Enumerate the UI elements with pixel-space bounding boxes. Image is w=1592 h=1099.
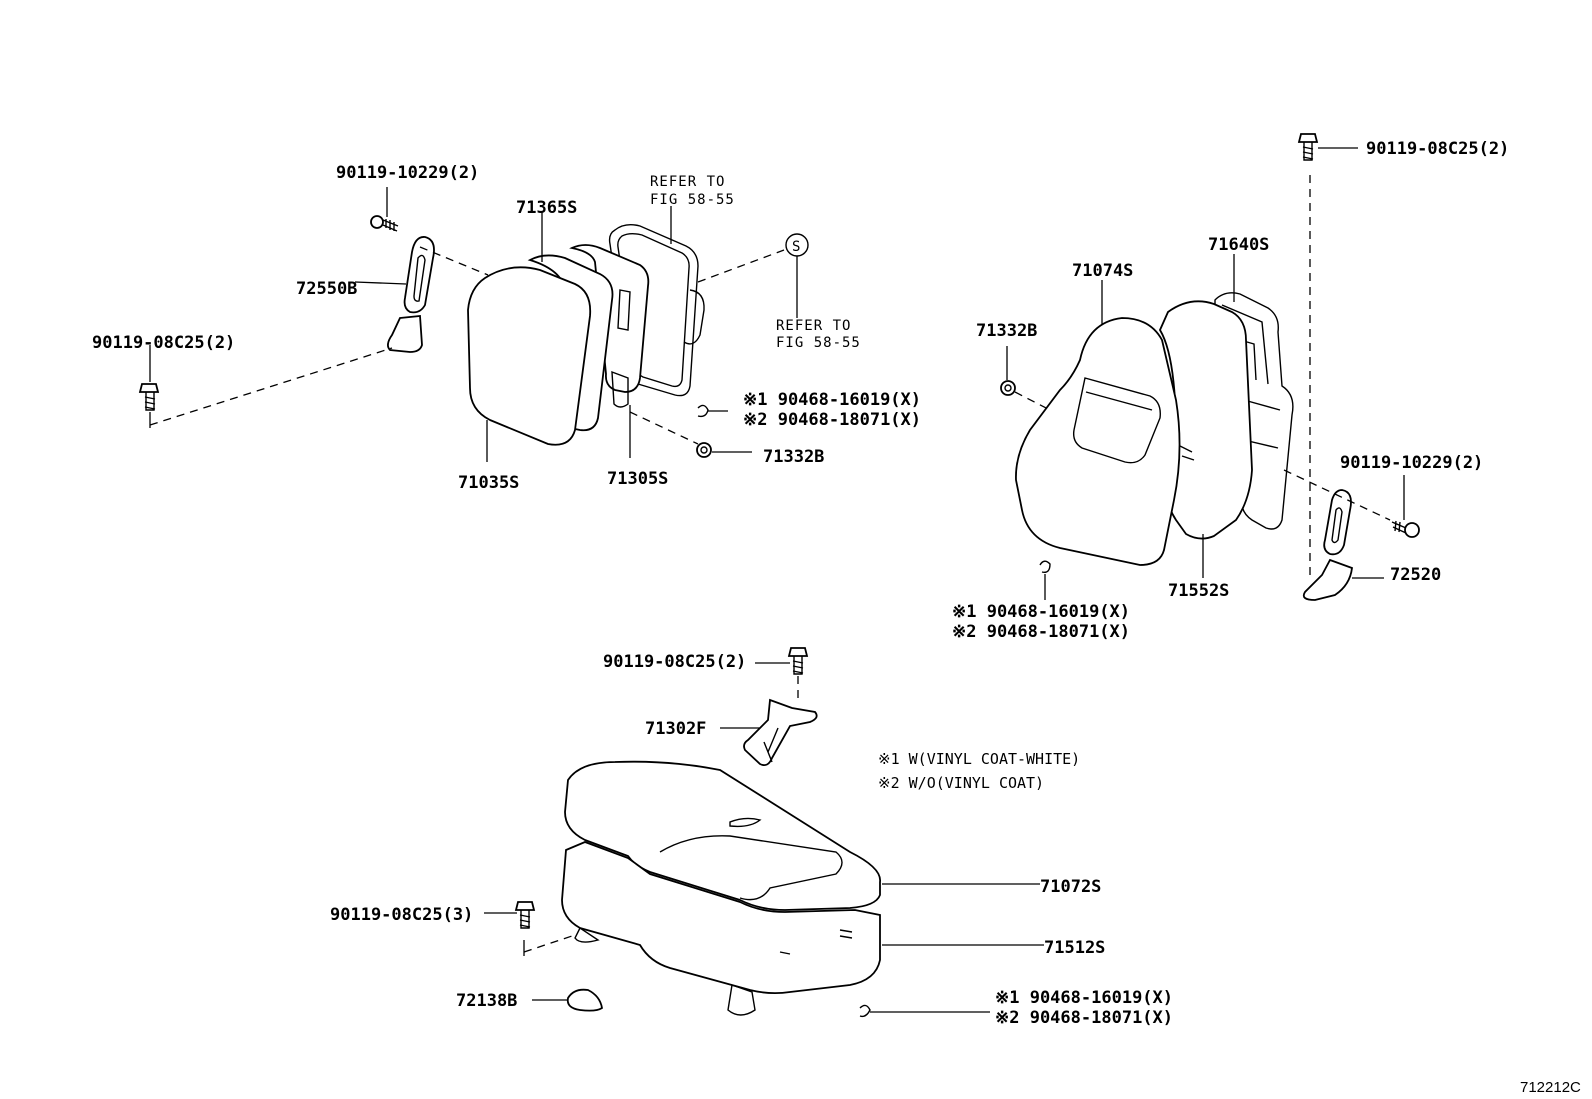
bolt-icon <box>787 647 809 675</box>
label-bolt-90119-08c25-left: 90119-08C25(2) <box>92 333 235 353</box>
label-refer-s-1: REFER TO <box>776 318 851 334</box>
seatback-frame <box>608 223 705 397</box>
seatback-cushion-71035s <box>467 266 592 446</box>
label-clip-2-bottom: ※2 90468-18071(X) <box>995 1008 1173 1028</box>
label-clip-1-left: ※1 90468-16019(X) <box>743 390 921 410</box>
seat-cushion-assembly <box>484 647 1044 1018</box>
label-part-71640s: 71640S <box>1208 235 1269 255</box>
label-note-1: ※1 W(VINYL COAT-WHITE) <box>878 750 1080 768</box>
fastener-icon <box>1000 380 1016 396</box>
cover-cap-72138b <box>566 988 603 1012</box>
label-part-71552s: 71552S <box>1168 581 1229 601</box>
fastener-icon <box>696 442 712 458</box>
label-refer-top-1: REFER TO <box>650 174 725 190</box>
hinge-bracket-72520 <box>1302 489 1353 601</box>
clip-icon <box>859 1004 871 1018</box>
label-part-72520: 72520 <box>1390 565 1441 585</box>
label-part-72138b: 72138B <box>456 991 517 1011</box>
left-seatback-assembly <box>138 187 809 462</box>
seat-bracket-71302f <box>743 698 818 767</box>
hinge-bracket-72550b <box>387 236 435 353</box>
label-part-71302f: 71302F <box>645 719 706 739</box>
label-bolt-90119-08c25-bottom: 90119-08C25(3) <box>330 905 473 925</box>
figure-code: 712212C <box>1520 1079 1581 1096</box>
label-bolt-90119-10229-left: 90119-10229(2) <box>336 163 479 183</box>
label-clip-2-right: ※2 90468-18071(X) <box>952 622 1130 642</box>
right-seatback-assembly <box>1000 133 1420 601</box>
label-refer-top-2: FIG 58-55 <box>650 192 735 208</box>
bolt-icon <box>1297 133 1319 161</box>
label-part-71072s: 71072S <box>1040 877 1101 897</box>
bolt-icon <box>370 215 399 232</box>
label-refer-s-2: FIG 58-55 <box>776 335 861 351</box>
label-bolt-90119-08c25-topright: 90119-08C25(2) <box>1366 139 1509 159</box>
label-bolt-90119-08c25-mid: 90119-08C25(2) <box>603 652 746 672</box>
label-part-72550b: 72550B <box>296 279 357 299</box>
label-part-71074s: 71074S <box>1072 261 1133 281</box>
label-clip-1-right: ※1 90468-16019(X) <box>952 602 1130 622</box>
seat-cover-71072s <box>564 760 881 911</box>
clip-icon <box>1039 560 1051 574</box>
label-bolt-90119-10229-right: 90119-10229(2) <box>1340 453 1483 473</box>
label-part-71305s: 71305S <box>607 469 668 489</box>
label-part-71035s: 71035S <box>458 473 519 493</box>
bolt-icon <box>138 383 160 411</box>
label-part-71332b-right: 71332B <box>976 321 1037 341</box>
bolt-icon <box>514 901 536 929</box>
label-part-71512s: 71512S <box>1044 938 1105 958</box>
label-s-symbol: S <box>792 239 800 255</box>
label-part-71332b-left: 71332B <box>763 447 824 467</box>
bolt-icon <box>1391 520 1420 538</box>
clip-icon <box>697 404 709 418</box>
seatback-cushion-71074s <box>1015 317 1181 566</box>
label-note-2: ※2 W/O(VINYL COAT) <box>878 774 1044 792</box>
label-part-71365s: 71365S <box>516 198 577 218</box>
seat-pad-71512s <box>561 841 881 1016</box>
label-clip-2-left: ※2 90468-18071(X) <box>743 410 921 430</box>
label-clip-1-bottom: ※1 90468-16019(X) <box>995 988 1173 1008</box>
